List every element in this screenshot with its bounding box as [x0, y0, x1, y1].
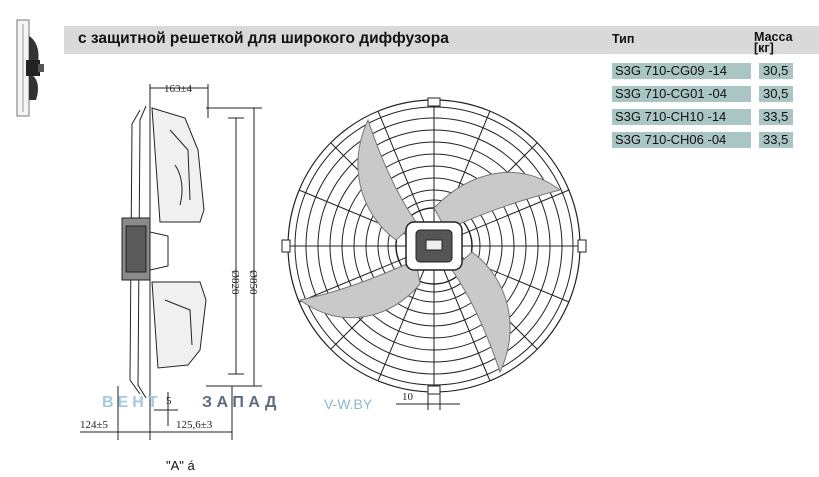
table-row-type: S3G 710-CH06 -04 [612, 132, 751, 148]
watermark-part-1: ВЕНТ [102, 394, 162, 411]
section-title: с защитной решеткой для широкого диффузо… [78, 30, 449, 47]
table-row-mass: 30,5 [759, 63, 793, 79]
dimension-diameter-outer: Ø850 [247, 270, 259, 295]
dimension-top-label: 163±4 [164, 83, 193, 95]
table-row-mass: 33,5 [759, 132, 793, 148]
mass-label: Масса [754, 30, 793, 44]
table-row-type: S3G 710-CG01 -04 [612, 86, 751, 102]
table-row-mass: 30,5 [759, 86, 793, 102]
dimension-10-label: 10 [402, 391, 414, 403]
table-row-mass: 33,5 [759, 109, 793, 125]
table-row-type: S3G 710-CG09 -14 [612, 63, 751, 79]
fan-thumbnail-icon [16, 19, 44, 117]
dimension-small-label: 5 [166, 395, 172, 407]
column-header-type: Тип [612, 32, 635, 46]
dimension-right-label: 125,6±3 [176, 419, 213, 431]
column-header-mass: Масса [кг] [754, 30, 793, 55]
table-row-type: S3G 710-CH10 -14 [612, 109, 751, 125]
dimension-diameter-inner: Ø820 [229, 270, 241, 295]
dimension-left-label: 124±5 [80, 419, 109, 431]
watermark-part-2: ЗАПАД [202, 394, 281, 411]
header-bar: с защитной решеткой для широкого диффузо… [64, 26, 819, 54]
mass-unit: [кг] [754, 41, 774, 55]
watermark-site: V-W.BY [324, 396, 373, 412]
view-caption: "A" á [166, 458, 195, 473]
